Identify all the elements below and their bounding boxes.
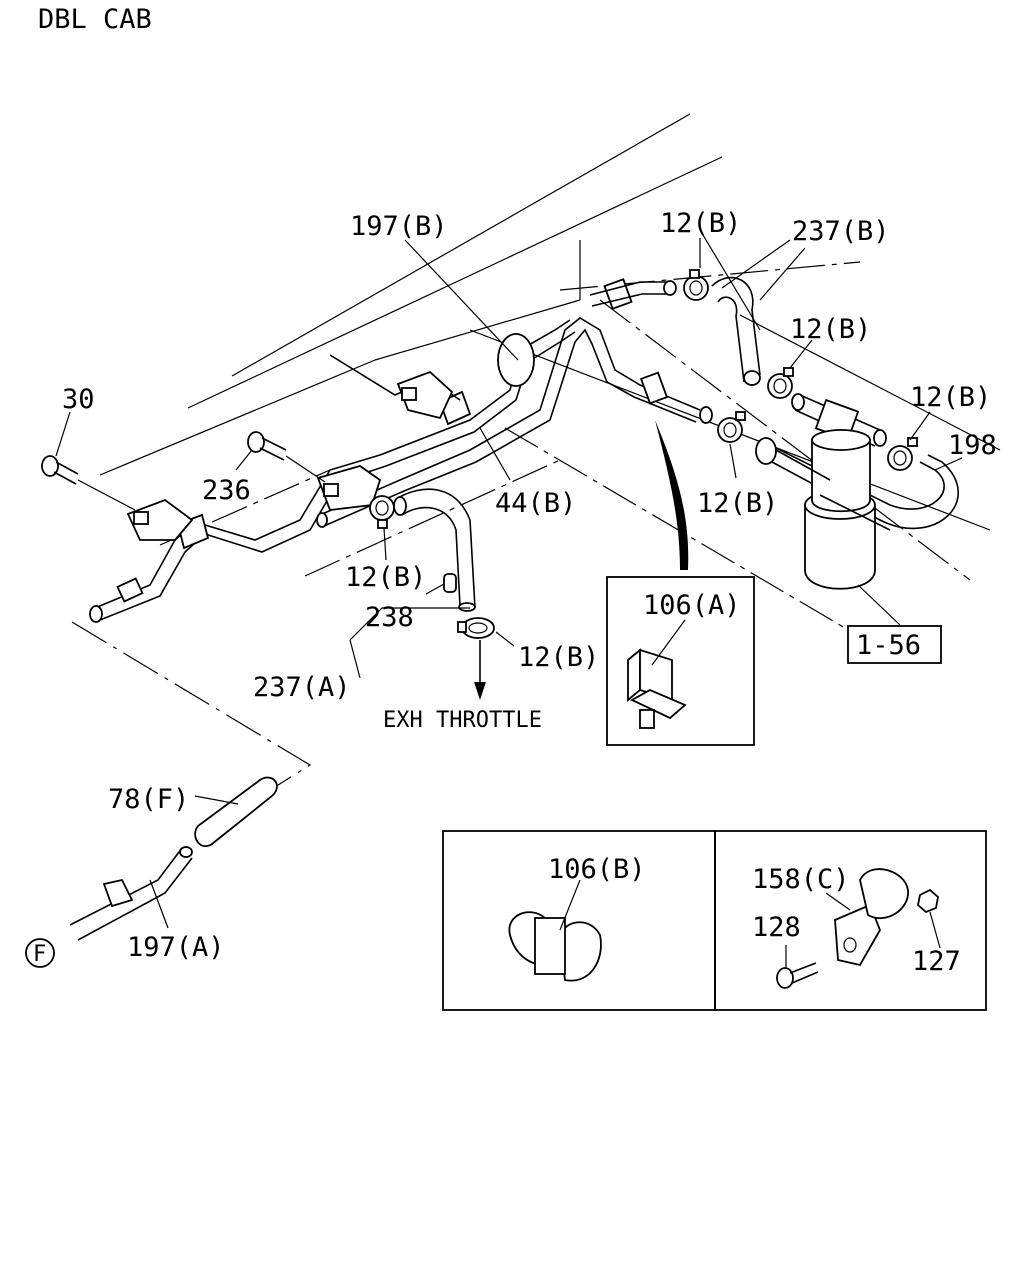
- label-128: 128: [752, 912, 801, 943]
- clamp-12b-c: [717, 411, 746, 443]
- label-12b-bottom: 12(B): [518, 642, 599, 673]
- label-12b-top: 12(B): [660, 208, 741, 239]
- label-f: F: [33, 942, 46, 967]
- label-237a: 237(A): [253, 672, 351, 703]
- tube-197a: [69, 846, 193, 941]
- label-197a: 197(A): [127, 932, 225, 963]
- marker-f: [25, 938, 55, 968]
- label-106a: 106(A): [643, 590, 741, 621]
- label-198: 198: [948, 430, 997, 461]
- bracket-left: [126, 498, 194, 541]
- label-exh-throttle: EXH THROTTLE: [383, 708, 542, 733]
- label-12b-lower: 12(B): [697, 488, 778, 519]
- bolt-30: [41, 455, 136, 511]
- label-158c: 158(C): [752, 864, 850, 895]
- bracket-upper: [329, 354, 461, 420]
- label-237b: 237(B): [792, 216, 890, 247]
- hose-237a: [393, 488, 476, 612]
- label-238: 238: [365, 602, 414, 633]
- leader-78f: [71, 621, 312, 791]
- damper-238: [443, 573, 457, 593]
- label-127: 127: [912, 946, 961, 977]
- tube-197b: [89, 319, 576, 623]
- hose-78f: [194, 776, 278, 847]
- hose-198: [755, 437, 959, 530]
- bracket-middle: [316, 465, 382, 511]
- label-78f: 78(F): [108, 784, 189, 815]
- diagram-title: DBL CAB: [38, 4, 152, 35]
- label-236: 236: [202, 475, 251, 506]
- label-30: 30: [62, 384, 95, 415]
- hose-237b: [711, 276, 761, 386]
- clamp-12b-e: [369, 495, 395, 529]
- clamp-12b-a: [683, 269, 709, 301]
- bolt-128: [776, 945, 819, 989]
- tube-44b: [316, 278, 713, 528]
- label-197b: 197(B): [350, 211, 448, 242]
- bracket-158c: [825, 868, 909, 967]
- bolt-236: [247, 431, 326, 483]
- clamp-12b-f: [457, 617, 495, 639]
- label-1-56: 1-56: [856, 630, 921, 661]
- leader-lines: [55, 238, 963, 679]
- nut-127: [917, 888, 941, 949]
- clip-106b: [508, 879, 602, 982]
- clamp-12b-d: [887, 437, 918, 471]
- ref-box-1-56: [847, 625, 942, 664]
- pointer-106a: [655, 420, 689, 570]
- label-12b-left: 12(B): [345, 562, 426, 593]
- clip-106a: [627, 619, 687, 729]
- detail-box-158c: [714, 830, 987, 1011]
- clamp-12b-b: [767, 367, 794, 399]
- label-106b: 106(B): [548, 854, 646, 885]
- label-12b-right: 12(B): [910, 382, 991, 413]
- throttle-arrow: [474, 640, 486, 700]
- canister-1-56: [775, 429, 901, 626]
- label-44b: 44(B): [495, 488, 576, 519]
- label-12b-mid: 12(B): [790, 314, 871, 345]
- detail-box-106a: [606, 576, 755, 746]
